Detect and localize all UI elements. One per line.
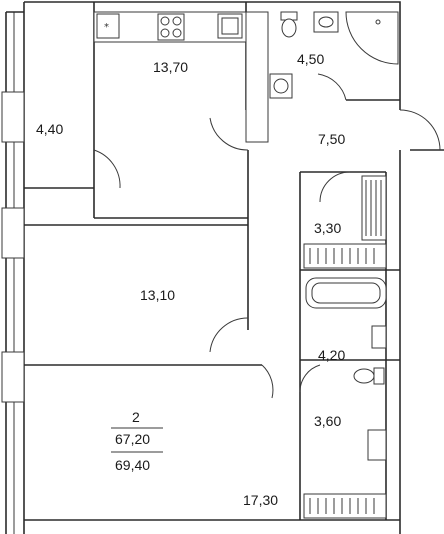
area-living: 17,30 xyxy=(243,492,278,508)
toilet-icon xyxy=(280,11,298,38)
apartment-summary: 2 67,20 69,40 xyxy=(111,409,163,473)
kitchen-fixtures: * xyxy=(93,11,293,143)
toilet-icon xyxy=(353,367,385,385)
doors xyxy=(93,73,441,399)
bathroom-mid-fixtures xyxy=(303,277,387,519)
washer-icon xyxy=(269,73,293,99)
area-wc: 3,60 xyxy=(314,413,341,429)
storage-shelves xyxy=(303,175,387,269)
area-bathroom-top: 4,50 xyxy=(297,51,324,67)
sink-icon xyxy=(313,11,339,33)
bathroom-top-fixtures xyxy=(280,11,399,65)
area-bedroom: 13,10 xyxy=(140,287,175,303)
svg-text:*: * xyxy=(104,22,109,33)
sink-icon xyxy=(217,13,243,39)
area-hall: 7,50 xyxy=(318,131,345,147)
bathtub-icon xyxy=(305,277,387,309)
fridge-icon: * xyxy=(96,13,120,39)
area-kitchen: 13,70 xyxy=(153,59,188,75)
window-piers xyxy=(1,91,25,403)
summary-total-area: 69,40 xyxy=(115,457,150,473)
stove-icon xyxy=(157,13,185,41)
area-balcony: 4,40 xyxy=(36,121,63,137)
area-storage: 3,30 xyxy=(314,220,341,236)
sink-icon xyxy=(371,325,387,349)
area-bathroom-mid: 4,20 xyxy=(318,347,345,363)
summary-rooms-count: 2 xyxy=(132,409,140,425)
summary-living-area: 67,20 xyxy=(115,431,150,447)
shower-icon xyxy=(345,11,399,65)
